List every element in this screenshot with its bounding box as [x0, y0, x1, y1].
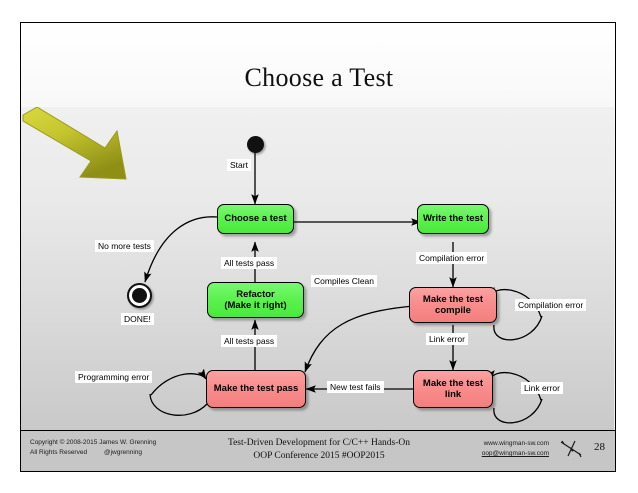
- edge-label-start: Start: [227, 159, 251, 171]
- edge-label-programming-error: Programming error: [75, 371, 153, 383]
- course-title-line: Test-Driven Development for C/C++ Hands-…: [227, 438, 411, 448]
- node-label: Choose a test: [224, 213, 287, 225]
- rights-text: All Rights Reserved: [30, 448, 88, 456]
- email-link[interactable]: oop@wingman-sw.com: [481, 450, 549, 457]
- node-make-the-test-pass[interactable]: Make the test pass: [206, 370, 306, 408]
- edge-label-link-error-loop: Link error: [521, 382, 563, 394]
- twitter-handle: @jwgrenning: [104, 448, 143, 456]
- node-label-line1: Refactor: [236, 288, 275, 300]
- footer-contact: www.wingman-sw.com oop@wingman-sw.com: [482, 439, 549, 459]
- state-diagram: Start DONE! Choose a test Write the test…: [21, 107, 614, 431]
- edge-label-no-more-tests: No more tests: [95, 240, 154, 252]
- start-state-marker: [247, 136, 264, 153]
- node-label: Write the test: [422, 213, 483, 225]
- edge-label-new-test-fails: New test fails: [327, 381, 384, 393]
- slide-footer: Copyright © 2008-2015 James W. Grenning …: [21, 430, 615, 471]
- edge-label-compilation-error-loop: Compilation error: [515, 299, 587, 311]
- node-label-line2: compile: [435, 305, 471, 316]
- node-label-line1: Make the test: [422, 293, 484, 305]
- footer-course-title: Test-Driven Development for C/C++ Hands-…: [21, 437, 615, 462]
- node-label-line1: Make the test: [422, 377, 484, 389]
- node-refactor[interactable]: Refactor (Make it right): [207, 282, 304, 318]
- node-make-the-test-compile[interactable]: Make the test compile: [409, 287, 497, 323]
- page-number: 28: [594, 441, 605, 453]
- node-choose-a-test[interactable]: Choose a test: [217, 204, 294, 234]
- edge-label-compilation-error-down: Compilation error: [416, 252, 488, 264]
- node-label-line2: (Make it right): [224, 300, 287, 311]
- conference-line: OOP Conference 2015 #OOP2015: [253, 450, 385, 461]
- edge-label-link-error-down: Link error: [426, 333, 468, 345]
- slide-frame: Choose a Test: [20, 22, 616, 472]
- callout-arrow-icon: [22, 107, 127, 180]
- wingman-glider-logo-icon: [560, 440, 582, 458]
- website-link[interactable]: www.wingman-sw.com: [483, 440, 549, 447]
- copyright-line-1: Copyright © 2008-2015 James W. Grenning: [30, 439, 157, 446]
- node-label: Make the test pass: [213, 383, 299, 395]
- edge-label-all-tests-pass-top: All tests pass: [221, 257, 278, 269]
- edge-label-compiles-clean: Compiles Clean: [311, 275, 377, 287]
- edge-label-all-tests-pass-bottom: All tests pass: [221, 335, 278, 347]
- footer-copyright: Copyright © 2008-2015 James W. Grenning …: [30, 438, 156, 457]
- page-title: Choose a Test: [244, 63, 394, 92]
- node-label-line2: link: [444, 389, 462, 400]
- edge-label-done: DONE!: [121, 313, 154, 325]
- node-make-the-test-link[interactable]: Make the test link: [413, 370, 493, 408]
- end-state-marker: [127, 283, 152, 308]
- node-write-the-test[interactable]: Write the test: [417, 204, 489, 234]
